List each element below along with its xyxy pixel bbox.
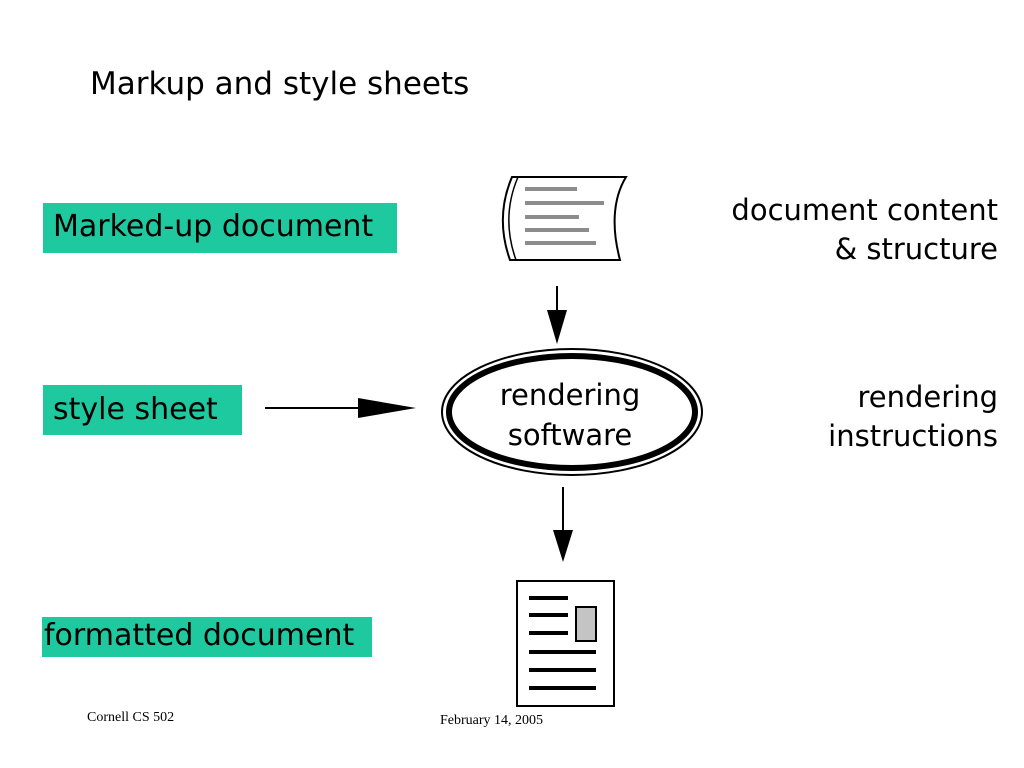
- document-content-structure-label: document content & structure: [731, 191, 998, 269]
- text-document-scroll-icon: [501, 176, 628, 261]
- rendering-software-ellipse: [441, 348, 703, 476]
- marked-up-document-label: Marked-up document: [43, 203, 397, 253]
- slide-title: Markup and style sheets: [90, 66, 470, 102]
- rendering-line: rendering: [857, 380, 998, 414]
- rendering-instructions-label: rendering instructions: [828, 378, 998, 456]
- formatted-page-icon: [516, 580, 615, 707]
- structure-line: & structure: [834, 232, 998, 266]
- footer-course: Cornell CS 502: [87, 710, 175, 725]
- style-sheet-label: style sheet: [43, 385, 242, 435]
- arrow-down-to-renderer: [547, 286, 567, 344]
- rendering-software-label: rendering software: [470, 375, 670, 455]
- software-word: software: [507, 418, 633, 452]
- footer-date: February 14, 2005: [440, 713, 544, 728]
- arrow-right-to-renderer: [265, 398, 416, 418]
- instructions-line: instructions: [828, 419, 998, 453]
- arrow-down-to-output: [553, 487, 573, 562]
- formatted-document-label: formatted document: [42, 617, 372, 657]
- document-content-line: document content: [731, 193, 998, 227]
- rendering-word: rendering: [499, 378, 641, 412]
